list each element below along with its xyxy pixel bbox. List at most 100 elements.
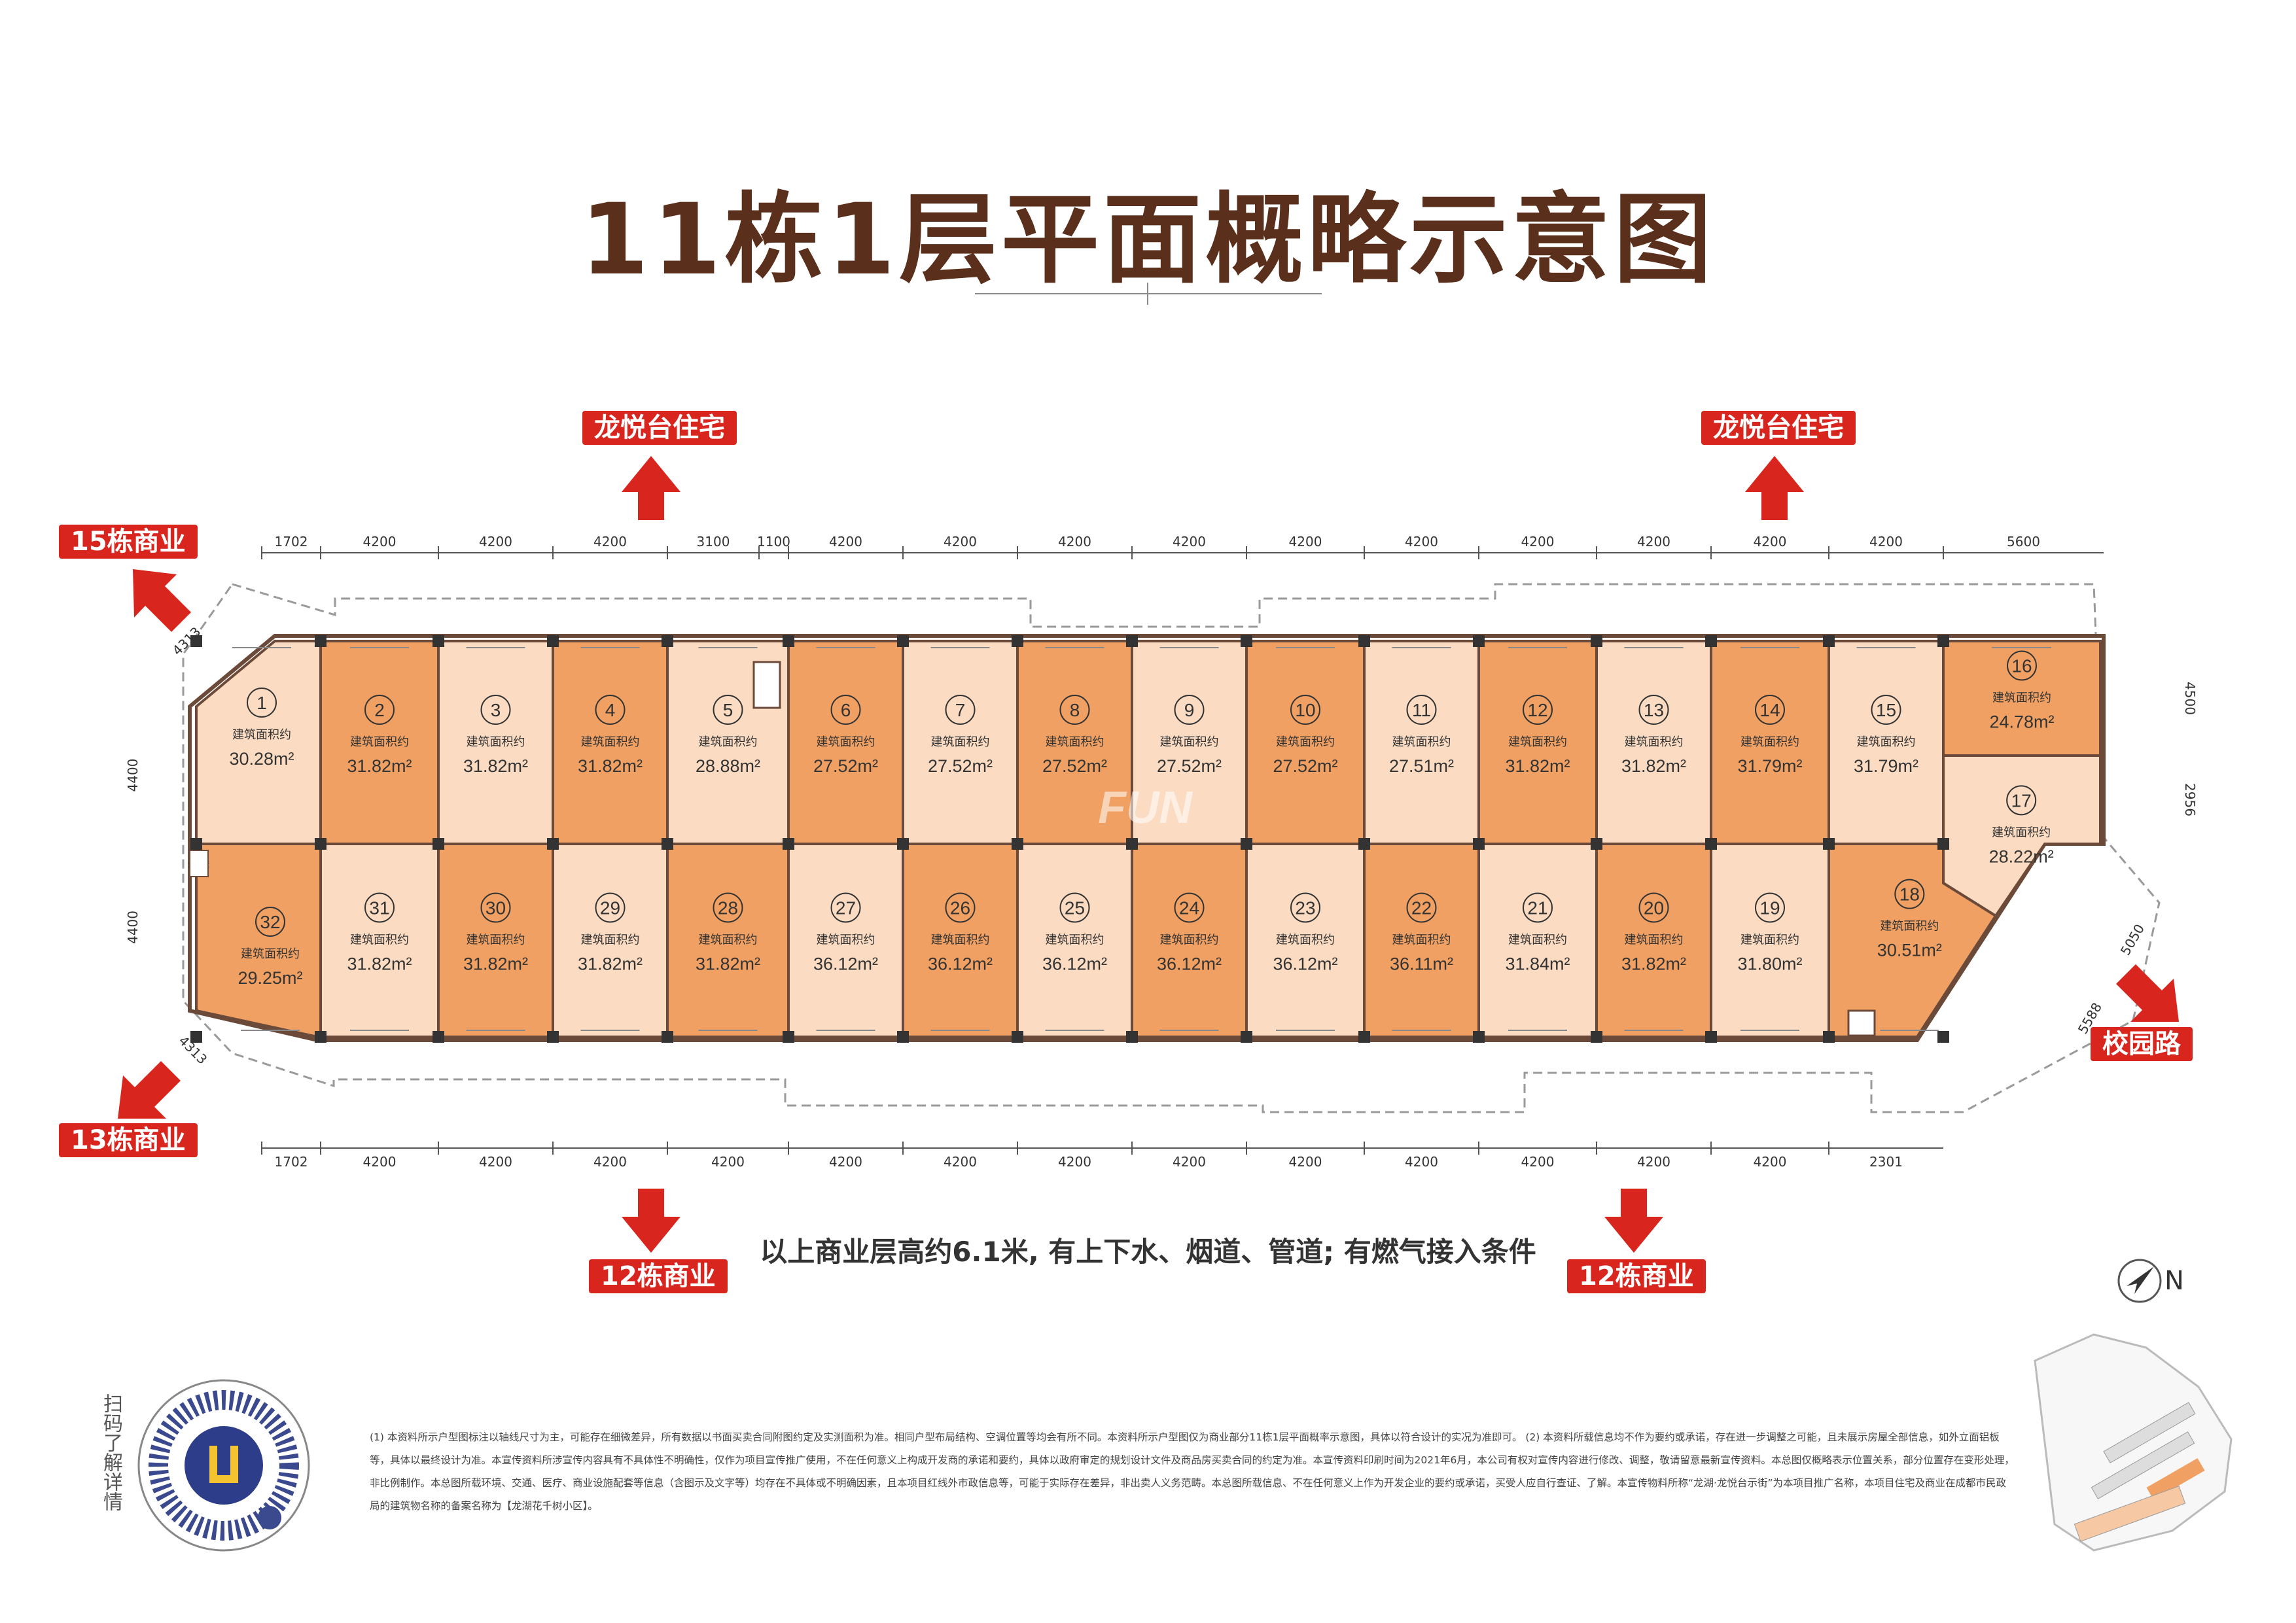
arrow-down-left-icon [118,1061,181,1119]
tag-building-13: 13栋商业 [59,1123,198,1157]
unit-number: 30 [486,898,506,918]
tag-residential-right: 龙悦台住宅 [1701,411,1856,445]
unit-area: 29.25m² [238,968,302,988]
dim-top: 4200 [1521,534,1555,550]
column-mark [1705,1031,1717,1043]
unit-number: 21 [1527,898,1547,918]
unit-22: 22 建筑面积约 36.11m² [1363,843,1480,1038]
unit-area: 31.82m² [578,756,643,776]
column-mark [1473,1031,1485,1043]
dim-bottom: 4200 [479,1154,512,1170]
unit-number-circle [1174,695,1205,725]
unit-area-label: 建筑面积约 [581,934,640,947]
dim-bottom: 4200 [1289,1154,1322,1170]
column-mark [1473,635,1485,647]
column-mark [547,635,559,647]
column-mark [190,838,202,850]
unit-number: 4 [605,700,616,720]
dim-top: 4200 [479,534,512,550]
unit-number: 22 [1411,898,1432,918]
column-mark [1823,838,1835,850]
column-mark [1937,838,1949,850]
unit-number-circle [1523,892,1553,923]
disclaimer-line: 等，具体以最终设计为准。本宣传资料所涉宣传内容具有不具体性不明确性，仅作为项目宣… [370,1454,2015,1466]
unit-number: 13 [1644,700,1664,720]
unit-number: 25 [1065,898,1085,918]
unit-area-label: 建筑面积约 [232,728,291,742]
unit-area: 31.84m² [1505,954,1570,974]
unit-number-circle [247,688,277,718]
unit-21: 21 建筑面积约 31.84m² [1477,843,1598,1038]
unit-shape [195,640,322,845]
column-mark [1358,635,1370,647]
dim-bottom: 4200 [1405,1154,1438,1170]
unit-number-circle [1290,695,1320,725]
unit-area-label: 建筑面积约 [699,934,758,947]
column-mark [662,635,673,647]
unit-area: 24.78m² [1989,712,2054,732]
unit-area: 31.82m² [696,954,760,974]
column-mark [1012,838,1023,850]
column-mark [1358,1031,1370,1043]
column-mark [1126,838,1138,850]
column-mark [1012,635,1023,647]
disclaimer-line: 局的建筑物名称的备案名称为【龙湖花千树小区】。 [370,1500,598,1512]
unit-number-circle [1523,695,1553,725]
unit-area: 31.82m² [347,954,412,974]
unit-area-label: 建筑面积约 [1880,920,1939,934]
unit-area: 28.88m² [696,756,760,776]
dim-top: 4200 [1869,534,1903,550]
unit-area-label: 建筑面积约 [1046,735,1104,749]
unit-number-circle [364,695,395,725]
unit-number-circle [2006,785,2037,816]
unit-number-circle [945,695,976,725]
dim-top: 4200 [363,534,397,550]
column-mark [1937,635,1949,647]
unit-number-circle [1059,892,1090,923]
unit-area: 31.82m² [463,756,528,776]
dim-bottom: 4200 [1754,1154,1787,1170]
unit-area: 27.52m² [1273,756,1337,776]
unit-number: 24 [1179,898,1199,918]
column-mark [783,1031,794,1043]
water-well-box [1847,1009,1876,1037]
unit-area: 36.12m² [928,954,993,974]
column-mark [547,838,559,850]
unit-number-circle [1638,892,1669,923]
unit-number: 26 [950,898,970,918]
dim-bottom: 4200 [829,1154,862,1170]
unit-area-label: 建筑面积约 [1508,934,1567,947]
unit-area: 27.52m² [1042,756,1107,776]
unit-number: 17 [2011,790,2032,811]
unit-area: 36.12m² [1157,954,1222,974]
title-divider [975,293,1322,294]
unit-area-label: 建筑面积约 [1160,735,1219,749]
dim-bottom: 2301 [1869,1154,1903,1170]
unit-number: 20 [1644,898,1664,918]
unit-area: 31.82m² [1621,954,1686,974]
column-mark [433,1031,444,1043]
tag-building-15: 15栋商业 [59,525,198,559]
unit-area: 30.28m² [229,749,294,769]
column-mark [315,1031,327,1043]
unit-area-label: 建筑面积约 [1625,735,1684,749]
unit-area-label: 建筑面积约 [1392,934,1451,947]
column-mark [1591,838,1602,850]
dim-bottom: 4200 [1058,1154,1091,1170]
site-boundary [182,583,2161,1113]
water-well-box [752,661,781,709]
dim-top: 4200 [1289,534,1322,550]
unit-area: 36.11m² [1390,954,1453,974]
dim-top: 4200 [1754,534,1787,550]
unit-number-circle [1406,695,1437,725]
